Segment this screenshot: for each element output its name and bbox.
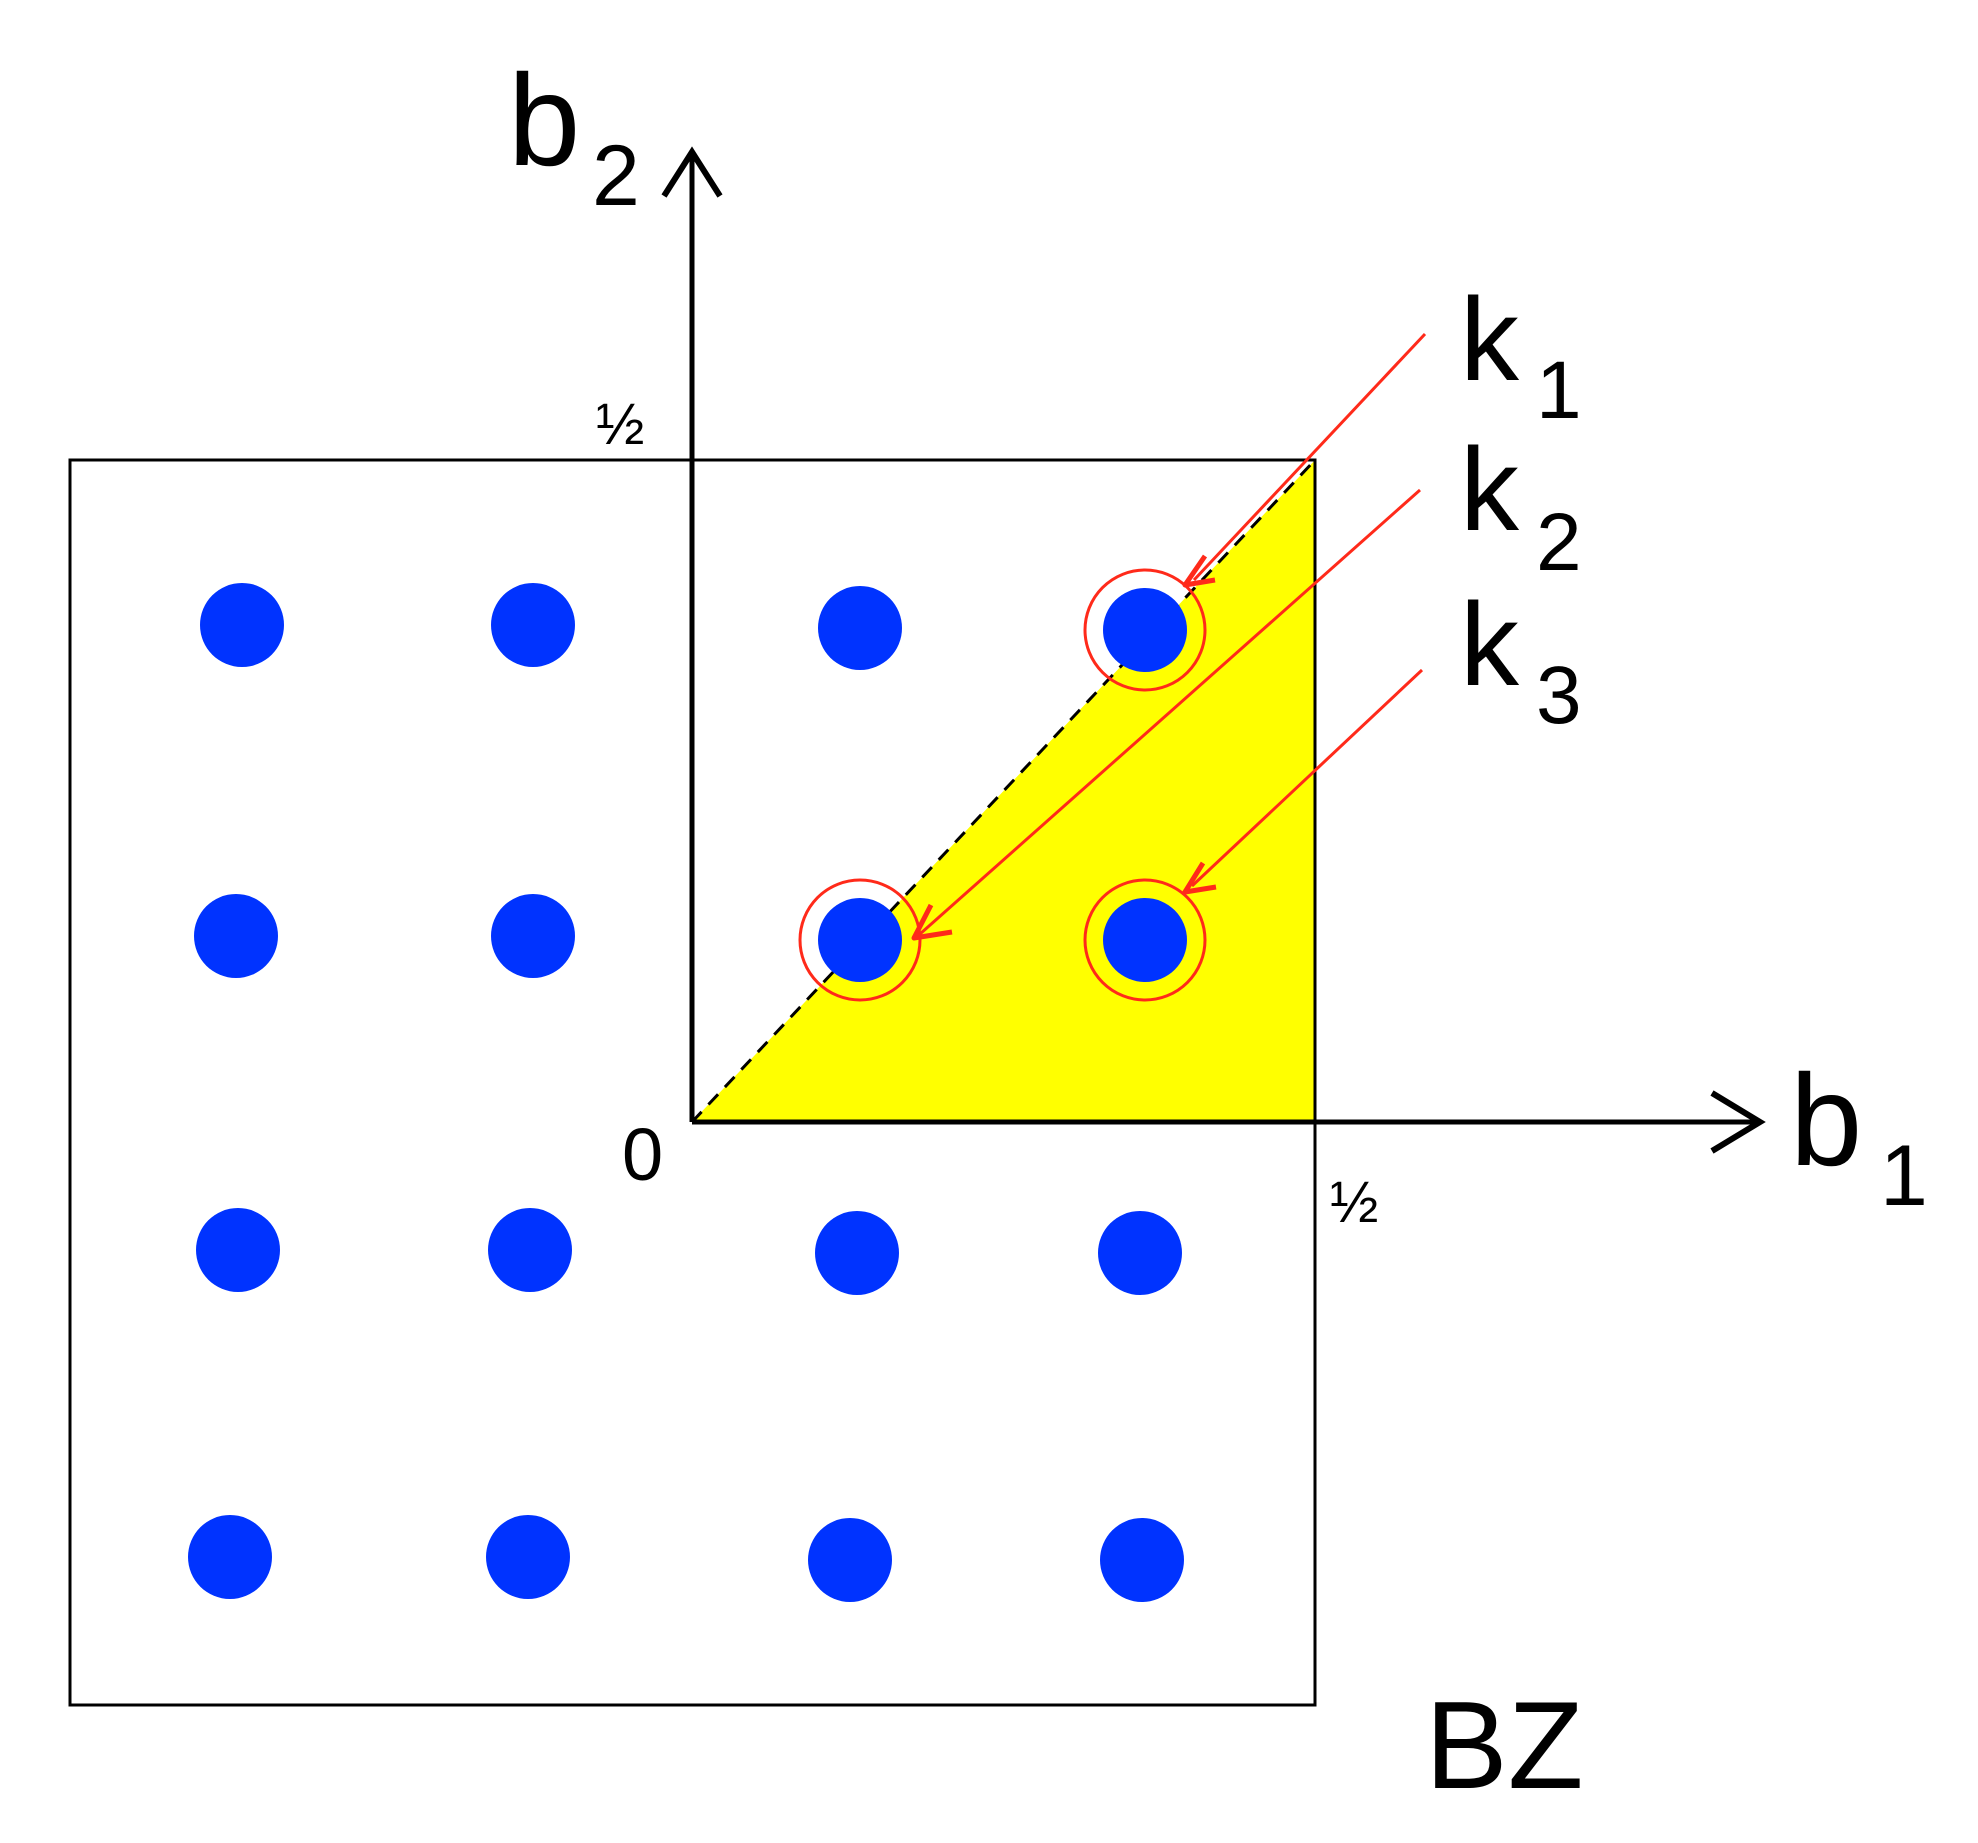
grid-point-r4-c4 — [1100, 1518, 1184, 1602]
b2-half-tick-label: ½ — [596, 392, 644, 457]
b1-arrowhead — [1710, 1090, 1766, 1154]
k1-pointer-arrow — [1182, 332, 1427, 588]
grid-points — [188, 583, 1187, 1602]
grid-point-r1-c3 — [818, 586, 902, 670]
grid-point-r4-c1 — [188, 1515, 272, 1599]
grid-point-r2-c1 — [194, 894, 278, 978]
grid-point-r3-c1 — [196, 1208, 280, 1292]
b1-axis-subscript: 1 — [1880, 1128, 1928, 1224]
k2-pointer-arrow — [911, 488, 1421, 941]
k3-label: k — [1460, 579, 1520, 711]
grid-point-r3-c2 — [488, 1208, 572, 1292]
k3-highlight-circle — [1083, 878, 1207, 1002]
k2-highlight-circle — [798, 878, 922, 1002]
grid-point-r1-c1 — [200, 583, 284, 667]
grid-point-r2-c2 — [491, 894, 575, 978]
grid-point-r4-c3 — [808, 1518, 892, 1602]
bz-label: BZ — [1425, 1677, 1583, 1815]
k3-subscript: 3 — [1536, 650, 1582, 741]
k1-label: k — [1460, 274, 1520, 406]
k3-pointer-arrow — [1182, 668, 1424, 895]
b2-axis-subscript: 2 — [592, 128, 640, 224]
grid-point-r3-c4 — [1098, 1211, 1182, 1295]
grid-point-r2-c4 — [1103, 898, 1187, 982]
origin-label: 0 — [622, 1113, 663, 1196]
k2-subscript: 2 — [1536, 497, 1582, 588]
grid-point-r1-c2 — [491, 583, 575, 667]
k1-highlight-circle — [1083, 568, 1207, 692]
grid-point-r3-c3 — [815, 1211, 899, 1295]
wedge-diagonal — [690, 458, 1317, 1124]
grid-point-r2-c3 — [818, 898, 902, 982]
k1-subscript: 1 — [1536, 345, 1582, 436]
b2-axis-label: b — [508, 47, 580, 193]
grid-point-r4-c2 — [486, 1515, 570, 1599]
b2-arrowhead — [661, 146, 723, 198]
k2-label: k — [1460, 424, 1520, 556]
grid-point-r1-c4 — [1103, 588, 1187, 672]
b1-half-tick-label: ½ — [1330, 1170, 1378, 1235]
b1-axis-label: b — [1790, 1047, 1862, 1193]
